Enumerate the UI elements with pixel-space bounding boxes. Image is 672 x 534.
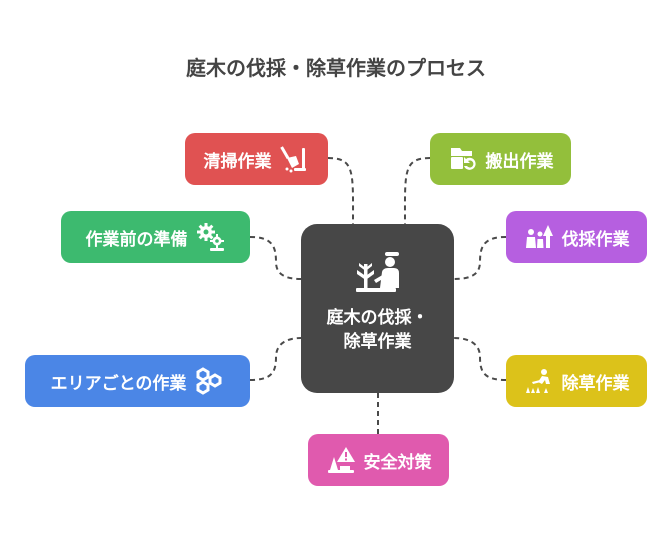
gears-icon — [196, 223, 224, 251]
connector-cleaning — [327, 157, 355, 225]
node-safety: 安全対策 — [308, 434, 449, 486]
node-carry-out-label: 搬出作業 — [485, 151, 554, 172]
node-weeding: 除草作業 — [506, 355, 647, 407]
center-label: 庭木の伐採・除草作業 — [326, 308, 429, 352]
center-node: 庭木の伐採・除草作業 — [301, 224, 454, 393]
gardener-icon — [355, 252, 399, 292]
node-carry-out: 搬出作業 — [430, 133, 571, 185]
node-area-work-label: エリアごとの作業 — [50, 373, 187, 394]
connector-area-work — [249, 337, 302, 381]
recycle-box-icon — [450, 148, 476, 170]
connector-carry-out — [403, 157, 431, 225]
node-cleaning-label: 清掃作業 — [203, 151, 272, 172]
node-preparation-label: 作業前の準備 — [85, 229, 188, 250]
tree-felling-icon — [525, 225, 553, 248]
node-preparation: 作業前の準備 — [61, 211, 250, 263]
connector-preparation — [249, 236, 302, 280]
hexagon-nodes-icon — [196, 367, 222, 395]
weeding-icon — [525, 369, 550, 393]
broom-icon — [279, 146, 306, 173]
node-felling-label: 伐採作業 — [561, 229, 630, 250]
diagram-title: 庭木の伐採・除草作業のプロセス — [186, 56, 486, 80]
node-cleaning: 清掃作業 — [185, 133, 328, 185]
node-safety-label: 安全対策 — [363, 452, 432, 473]
node-area-work: エリアごとの作業 — [25, 355, 250, 407]
connector-weeding — [453, 337, 507, 381]
node-weeding-label: 除草作業 — [561, 373, 630, 394]
node-felling: 伐採作業 — [506, 211, 647, 263]
warning-cone-icon — [327, 447, 355, 473]
connector-felling — [453, 236, 507, 280]
